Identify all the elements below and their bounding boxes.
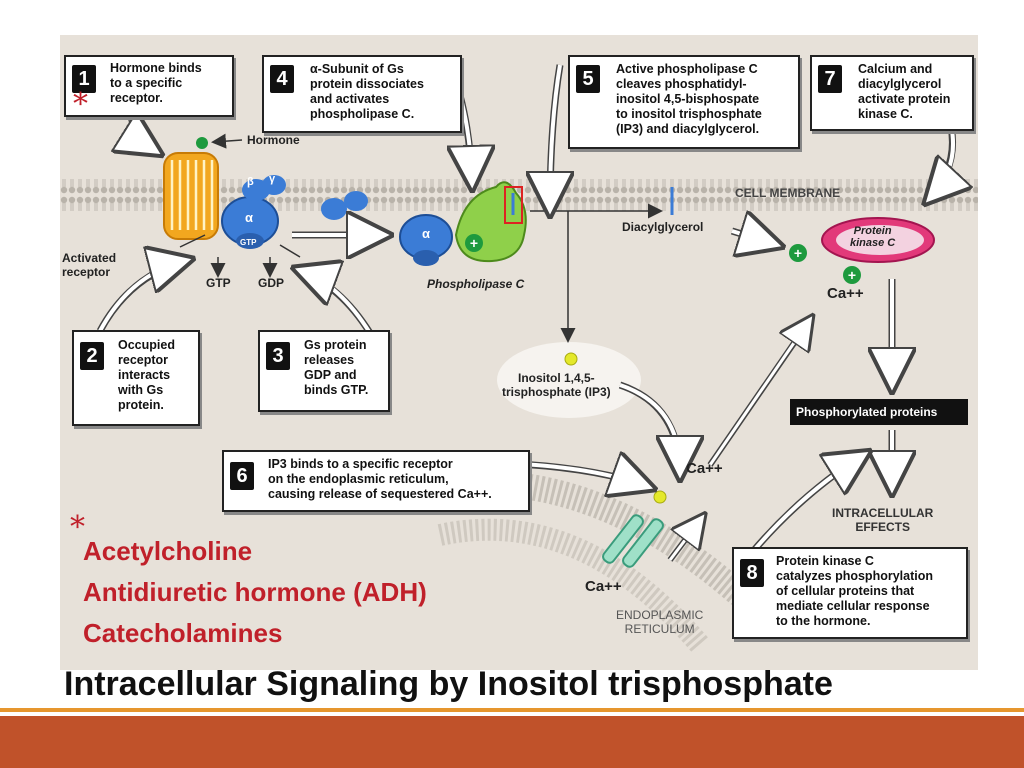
step-6-text: IP3 binds to a specific receptor on the … <box>268 457 492 501</box>
phospholipase-c-label: Phospholipase C <box>427 277 525 291</box>
hormone-label: Hormone <box>247 133 300 147</box>
activated-receptor-label: Activated receptor <box>62 251 117 279</box>
ip3-dot <box>564 352 578 366</box>
step-4-number: 4 <box>270 65 294 93</box>
step-7-box: 7 Calcium and diacylglycerol activate pr… <box>810 55 974 131</box>
gamma-label: γ <box>269 173 276 185</box>
receptor-star: * <box>73 87 88 122</box>
ip3-label: Inositol 1,4,5- trisphosphate (IP3) <box>502 371 611 399</box>
beta-label: β <box>247 176 254 188</box>
signaling-diagram: + + + <box>60 35 978 670</box>
intracellular-effects-label: INTRACELLULAR EFFECTS <box>832 506 934 534</box>
step-6-box: 6 IP3 binds to a specific receptor on th… <box>222 450 530 512</box>
step-5-box: 5 Active phospholipase C cleaves phospha… <box>568 55 800 149</box>
er-channel-icon <box>602 490 667 568</box>
step-3-box: 3 Gs protein releases GDP and binds GTP. <box>258 330 390 412</box>
protein-kinase-c-label: Protein kinase C <box>850 225 896 249</box>
step-2-text: Occupied receptor interacts with Gs prot… <box>118 338 175 412</box>
example-catecholamines: Catecholamines <box>83 618 283 648</box>
receptor-icon <box>163 152 219 240</box>
alpha-label: α <box>245 210 253 225</box>
phosphorylated-proteins-box <box>790 399 968 425</box>
example-adh: Antidiuretic hormone (ADH) <box>83 577 427 607</box>
gtp-label: GTP <box>206 276 231 290</box>
examples-star: * <box>70 510 85 545</box>
example-acetylcholine: Acetylcholine <box>83 536 253 566</box>
step-5-number: 5 <box>576 65 600 93</box>
step-3-number: 3 <box>266 342 290 370</box>
step-6-number: 6 <box>230 462 254 490</box>
step-4-box: 4 α-Subunit of Gs protein dissociates an… <box>262 55 462 133</box>
step-4-text: α-Subunit of Gs protein dissociates and … <box>310 62 424 121</box>
gdp-label: GDP <box>258 276 285 290</box>
ca-pkc-label: Ca++ <box>827 285 864 302</box>
cell-membrane-label: CELL MEMBRANE <box>735 186 841 200</box>
svg-text:+: + <box>470 235 478 251</box>
slide-title: Intracellular Signaling by Inositol tris… <box>64 665 833 703</box>
footer-bar <box>0 716 1024 768</box>
ca-er-top-label: Ca++ <box>686 460 723 477</box>
phosphorylated-proteins-label: Phosphorylated proteins <box>796 405 938 419</box>
footer-accent-line <box>0 708 1024 712</box>
alpha-label-2: α <box>422 226 430 241</box>
step-2-number: 2 <box>80 342 104 370</box>
hormone-examples-list: Acetylcholine Antidiuretic hormone (ADH)… <box>83 531 427 654</box>
beta-gamma-icon <box>321 198 347 220</box>
step-8-box: 8 Protein kinase C catalyzes phosphoryla… <box>732 547 968 639</box>
step-1-box: 1 Hormone binds to a specific receptor. <box>64 55 234 117</box>
step-8-text: Protein kinase C catalyzes phosphorylati… <box>776 554 933 628</box>
svg-text:+: + <box>848 267 856 283</box>
endoplasmic-reticulum-label: ENDOPLASMIC RETICULUM <box>616 608 704 636</box>
step-7-text: Calcium and diacylglycerol activate prot… <box>858 62 951 121</box>
ca-er-bottom-label: Ca++ <box>585 578 622 595</box>
step-5-text: Active phospholipase C cleaves phosphati… <box>616 62 762 136</box>
svg-text:+: + <box>794 245 802 261</box>
step-3-text: Gs protein releases GDP and binds GTP. <box>304 338 369 397</box>
step-2-box: 2 Occupied receptor interacts with Gs pr… <box>72 330 200 426</box>
diacylglycerol-label: Diacylglycerol <box>622 220 704 234</box>
step-7-number: 7 <box>818 65 842 93</box>
pip2-highlight <box>504 186 523 224</box>
step-8-number: 8 <box>740 559 764 587</box>
g-protein-icon <box>221 175 286 249</box>
step-1-number: 1 <box>72 65 96 93</box>
gtp-small-label: GTP <box>240 238 257 247</box>
hormone-dot <box>196 137 208 149</box>
step-1-text: Hormone binds to a specific receptor. <box>110 61 202 105</box>
